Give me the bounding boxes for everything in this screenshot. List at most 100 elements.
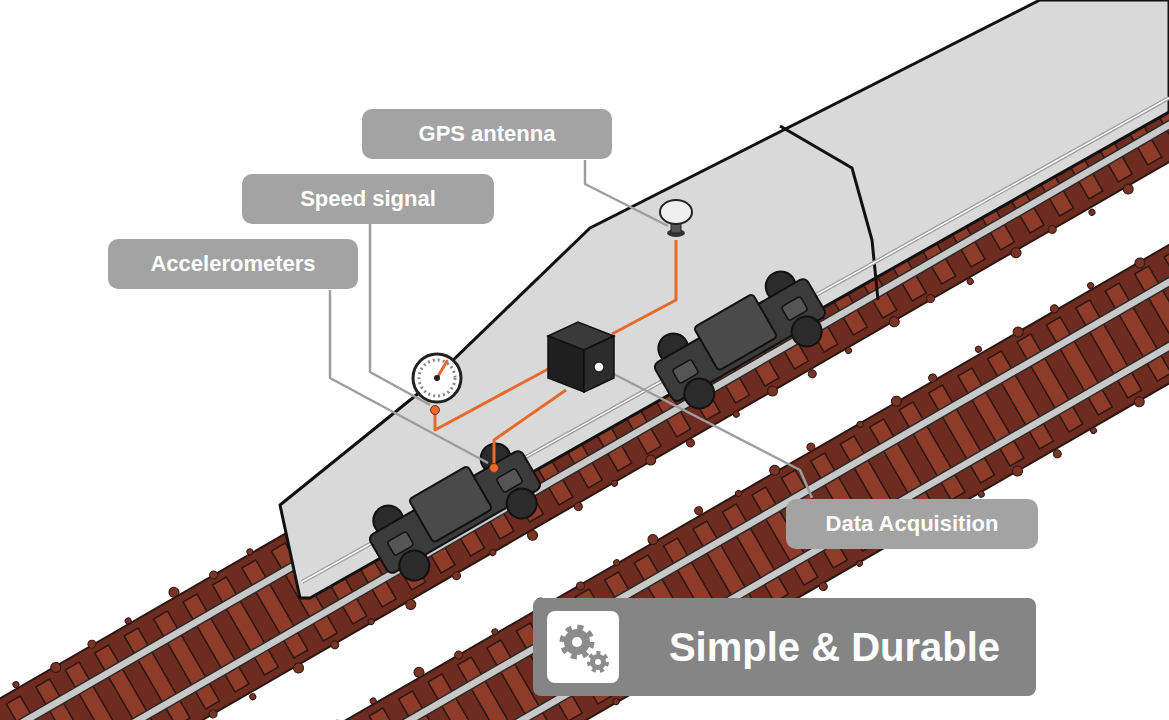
ballast-rock [453, 650, 464, 661]
bogie-bolster [694, 294, 778, 371]
ballast-rock [1089, 426, 1097, 434]
car-joint [780, 126, 878, 300]
ballast-rock [977, 490, 985, 498]
wheel [786, 311, 827, 352]
ballast-rock [167, 585, 181, 599]
cube-front [548, 336, 584, 392]
ballast-rock [1132, 395, 1146, 409]
bogie-frame [368, 449, 542, 575]
ballast-rock [646, 533, 660, 547]
ballast-rock [1121, 182, 1135, 196]
bogie-frame [653, 277, 827, 403]
ballast-rock [491, 628, 499, 636]
ballast-rock [1087, 281, 1095, 289]
ballast-rock [574, 719, 585, 720]
ballast-rock [844, 346, 852, 354]
callout-text: Speed signal [300, 186, 436, 212]
cube-side [584, 336, 614, 392]
gauge-ticks [419, 360, 455, 396]
ballast-rock [12, 680, 20, 688]
callout-label: Data Acquisition [786, 499, 1038, 549]
ballast-rock [1088, 208, 1096, 216]
ballast-rock [49, 661, 63, 675]
ballast-rock [1009, 246, 1023, 260]
ballast-rock [610, 479, 618, 487]
train-body [280, 0, 1169, 598]
leader-line [604, 369, 812, 498]
wheel [679, 373, 720, 414]
ballast-rock [613, 559, 621, 567]
front-bogie [358, 432, 551, 591]
connector-port [594, 362, 604, 372]
ballast-rock [805, 442, 816, 453]
callout-label: Speed signal [242, 174, 494, 224]
callout-label: Accelerometers [108, 239, 358, 289]
ballast-rock [807, 368, 818, 379]
wires [435, 240, 676, 468]
ballast-rock [367, 617, 375, 625]
ballast-rock [966, 277, 974, 285]
rear-bogie [643, 260, 836, 419]
ballast-rock [208, 570, 219, 581]
bogie-bolster [409, 466, 493, 543]
ballast-rock [974, 345, 982, 353]
ballast-rock [732, 410, 740, 418]
ballast-rock [927, 372, 938, 383]
sleeper [1164, 249, 1169, 347]
antenna-dome [660, 200, 692, 224]
callout-text: GPS antenna [419, 121, 556, 147]
ballast-rock [575, 580, 586, 591]
callout-label: GPS antenna [362, 109, 612, 159]
ballast-rock [249, 693, 257, 701]
leader-line [585, 160, 668, 226]
ballast-rock [1052, 448, 1063, 459]
ballast-rock [887, 315, 901, 329]
body-stripe [302, 98, 1169, 582]
ballast-rock [573, 501, 584, 512]
ballast-rock [369, 697, 377, 705]
body-stripe-highlight [302, 98, 1169, 582]
wire-terminal [490, 464, 499, 473]
ballast-rock [685, 437, 696, 448]
ballast-rock [890, 394, 904, 408]
gear-icon [547, 611, 619, 683]
wheel [394, 545, 435, 586]
ballast-rock [856, 420, 864, 428]
ballast-rock [246, 548, 254, 556]
ballast-rock [489, 548, 497, 556]
gauge-dial [413, 354, 461, 402]
wire [494, 390, 566, 468]
ballast-rock [612, 697, 620, 705]
callout-text: Accelerometers [150, 251, 315, 277]
ballast-rock [331, 719, 342, 720]
ballast-rock [1047, 224, 1058, 235]
ballast-rock [86, 639, 97, 650]
gauge-hub [434, 375, 440, 381]
ballast-rock [124, 617, 132, 625]
ballast-rock [451, 570, 462, 581]
callout-text: Data Acquisition [826, 511, 999, 537]
ballast-rock [734, 489, 742, 497]
ballast-rock [855, 559, 863, 567]
ballast-rock [1049, 303, 1060, 314]
speed-gauge [413, 354, 461, 402]
ballast-rock [1011, 464, 1025, 478]
gear [564, 629, 590, 655]
ballast-rock [644, 453, 658, 467]
ballast-rock [768, 463, 782, 477]
ballast-rock [818, 581, 829, 592]
gps-antenna [660, 200, 692, 237]
gear-hole [595, 659, 601, 665]
ballast-rock [1011, 325, 1025, 339]
ballast-rock [412, 665, 426, 679]
data-acquisition-unit [548, 322, 614, 392]
ballast-rock [766, 384, 780, 398]
ballast-rock [292, 661, 306, 675]
